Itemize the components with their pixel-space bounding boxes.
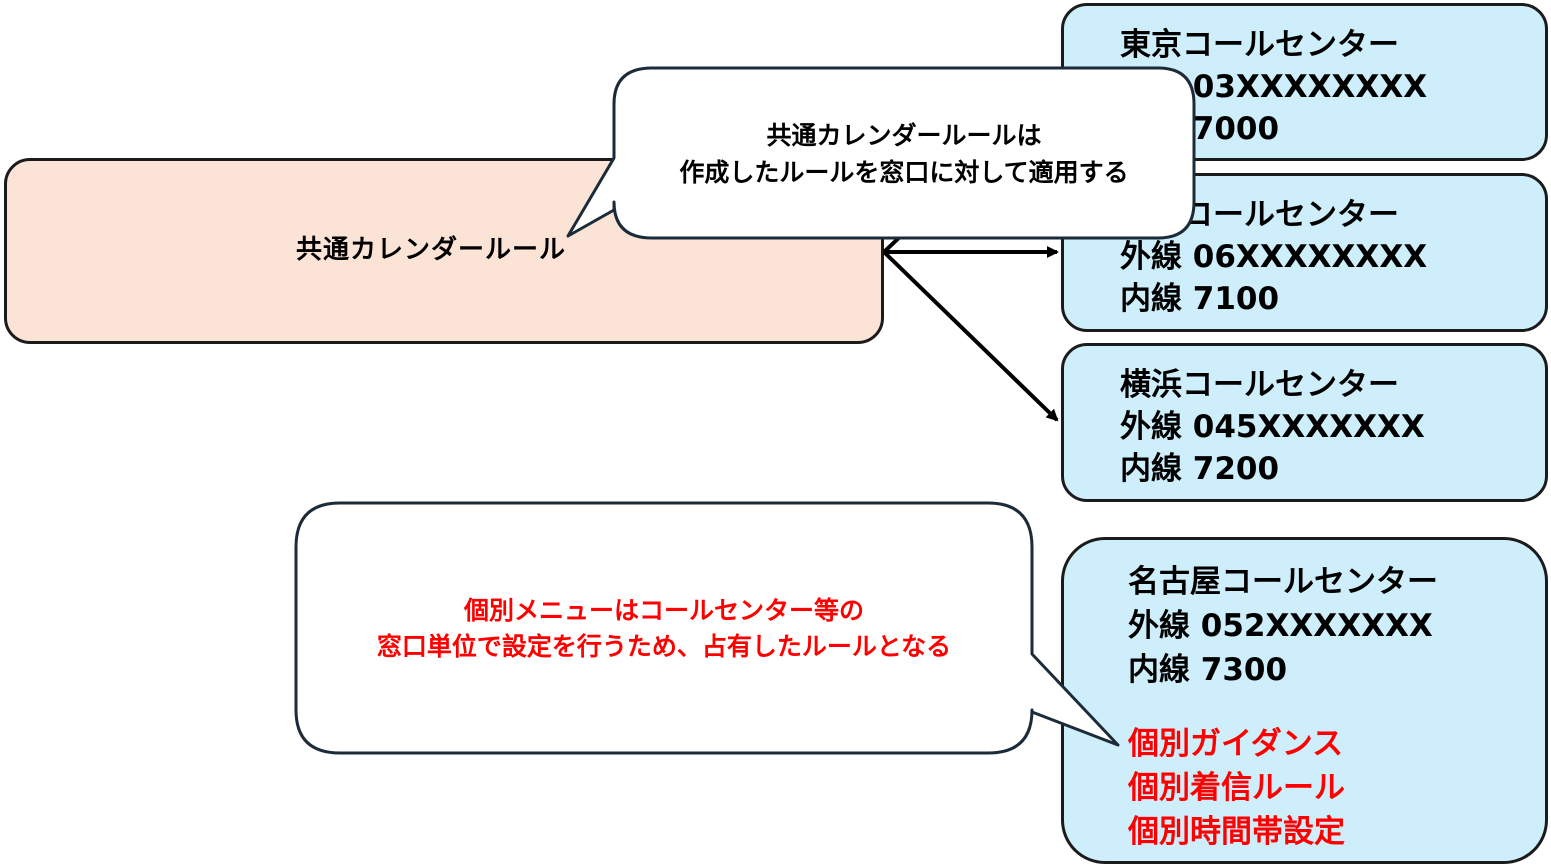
callout-individual-balloon [294,501,1120,755]
osaka-call-center-box: 大阪コールセンター 外線 06XXXXXXXX 内線 7100 [1061,173,1548,332]
nagoya-call-center-box: 名古屋コールセンター 外線 052XXXXXXX 内線 7300 個別ガイダンス… [1061,537,1548,864]
individual-menu-time-setting: 個別時間帯設定 [1128,814,1345,850]
callout-common-text: 共通カレンダールールは 作成したルールを窓口に対して適用する [614,117,1194,191]
external-line: 外線 045XXXXXXX [1120,409,1425,445]
internal-line: 内線 7300 [1128,652,1288,688]
callout-individual-text: 個別メニューはコールセンター等の 窓口単位で設定を行うため、占有したルールとなる [296,593,1032,665]
center-name: 横浜コールセンター [1120,367,1399,403]
center-name: 東京コールセンター [1120,27,1399,63]
callout-common-line-1: 共通カレンダールールは [766,121,1042,150]
internal-line: 内線 7200 [1120,451,1280,487]
callout-common-balloon [566,66,1196,240]
internal-line: 内線 7100 [1120,281,1280,317]
callout-individual-line-1: 個別メニューはコールセンター等の [463,596,864,625]
individual-menu-incoming-rule: 個別着信ルール [1128,770,1345,806]
callout-common-line-2: 作成したルールを窓口に対して適用する [679,158,1129,187]
external-line: 外線 06XXXXXXXX [1120,239,1428,275]
tokyo-call-center-box: 東京コールセンター 外線 03XXXXXXXX 内線 7000 [1061,3,1548,161]
center-name: 名古屋コールセンター [1128,564,1438,600]
yokohama-call-center-box: 横浜コールセンター 外線 045XXXXXXX 内線 7200 [1061,343,1548,502]
callout-individual-line-2: 窓口単位で設定を行うため、占有したルールとなる [376,632,952,661]
common-calendar-rule-label: 共通カレンダールール [296,235,567,265]
external-line: 外線 052XXXXXXX [1128,608,1433,644]
individual-menu-guidance: 個別ガイダンス [1128,726,1344,762]
arrow-to-yokohama [882,250,1059,422]
